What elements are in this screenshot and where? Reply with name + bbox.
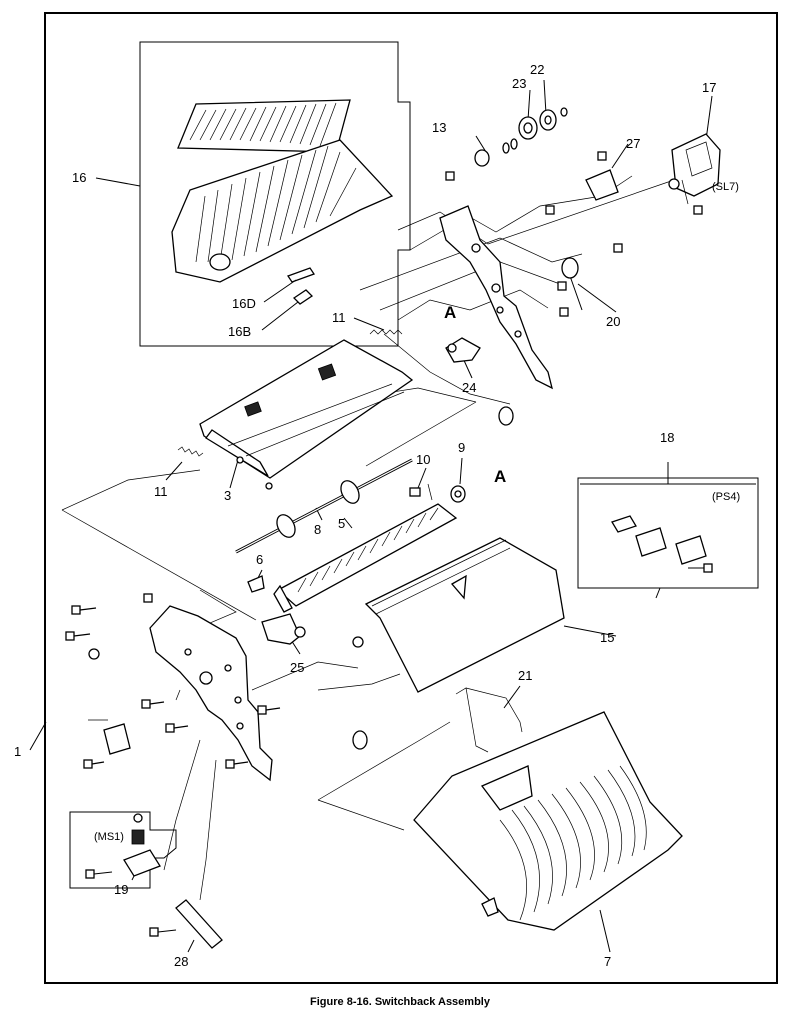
callout-13: 13 bbox=[432, 120, 446, 135]
right-screws bbox=[445, 151, 703, 317]
callout-28: 28 bbox=[174, 954, 188, 969]
sensor-ps4-label: (PS4) bbox=[712, 491, 740, 503]
callout-7: 7 bbox=[604, 954, 611, 969]
callout-15: 15 bbox=[600, 630, 614, 645]
ref-a-upper: A bbox=[444, 303, 456, 322]
part-19-sensor-bracket bbox=[69, 811, 177, 889]
part-7-output-tray bbox=[413, 711, 683, 931]
callout-24: 24 bbox=[462, 380, 476, 395]
callout-6: 6 bbox=[256, 552, 263, 567]
callout-16: 16 bbox=[72, 170, 86, 185]
callout-5: 5 bbox=[338, 516, 345, 531]
figure-frame bbox=[44, 12, 778, 984]
callout-11-top: 11 bbox=[332, 310, 346, 325]
part-5-ribbed-guide bbox=[273, 503, 458, 613]
right-bushing bbox=[498, 406, 514, 426]
callout-10: 10 bbox=[416, 452, 430, 467]
callout-21: 21 bbox=[518, 668, 532, 683]
part-16-upper-guide bbox=[177, 99, 351, 153]
part-18-sensor-box bbox=[577, 477, 759, 599]
callout-23: 23 bbox=[512, 76, 526, 91]
part-6-clip bbox=[247, 575, 265, 593]
ref-a-lower: A bbox=[494, 467, 506, 486]
callout-20: 20 bbox=[606, 314, 620, 329]
callout-19: 19 bbox=[114, 882, 128, 897]
part-13-bushing bbox=[474, 138, 518, 167]
sensor-ms1-label: (MS1) bbox=[94, 831, 124, 843]
leader-lines bbox=[29, 79, 713, 953]
figure-caption: Figure 8-16. Switchback Assembly bbox=[310, 996, 490, 1008]
callout-25: 25 bbox=[290, 660, 304, 675]
part-28-bracket bbox=[149, 899, 223, 949]
part-16-lower-tray bbox=[171, 139, 394, 283]
callout-22: 22 bbox=[530, 62, 544, 77]
left-screws bbox=[65, 593, 281, 769]
part-10-screw bbox=[409, 483, 433, 501]
callout-8: 8 bbox=[314, 522, 321, 537]
callout-11-left: 11 bbox=[154, 484, 168, 499]
callout-18: 18 bbox=[660, 430, 674, 445]
callout-9: 9 bbox=[458, 440, 465, 455]
part-27-bracket bbox=[585, 169, 619, 201]
callout-labels: 16 16D 16B 1 11 11 3 8 5 6 10 9 A A 15 2… bbox=[14, 62, 740, 969]
part-16d-spring bbox=[287, 267, 315, 283]
part-21-wire-bail bbox=[455, 687, 523, 753]
part-23-gear bbox=[518, 116, 538, 140]
part-17-solenoid bbox=[668, 133, 721, 205]
left-frame-bracket bbox=[149, 605, 273, 782]
part-8-roller-shaft bbox=[235, 458, 413, 554]
part-20-roller bbox=[561, 257, 579, 279]
callout-27: 27 bbox=[626, 136, 640, 151]
part-16b-pin bbox=[292, 289, 314, 305]
part-15-cover-plate bbox=[352, 537, 565, 693]
part-11-spring-top bbox=[369, 329, 403, 335]
callout-17: 17 bbox=[702, 80, 716, 95]
part-3-guide-plate bbox=[199, 339, 414, 490]
callout-16d: 16D bbox=[232, 296, 256, 311]
part-22-washer bbox=[539, 107, 568, 131]
callout-1: 1 bbox=[14, 744, 21, 759]
part-24-lever bbox=[445, 337, 481, 363]
right-frame-bracket bbox=[439, 205, 553, 390]
part-9-washer bbox=[450, 485, 466, 503]
left-small-bracket bbox=[103, 723, 131, 755]
callout-3: 3 bbox=[224, 488, 231, 503]
left-bushing bbox=[352, 730, 368, 750]
part-25-bracket bbox=[261, 613, 306, 645]
callout-16b: 16B bbox=[228, 324, 251, 339]
part-11-spring-left bbox=[177, 446, 204, 457]
sensor-sl7-label: (SL7) bbox=[712, 181, 739, 193]
exploded-parts-diagram: 16 16D 16B 1 11 11 3 8 5 6 10 9 A A 15 2… bbox=[14, 41, 759, 969]
